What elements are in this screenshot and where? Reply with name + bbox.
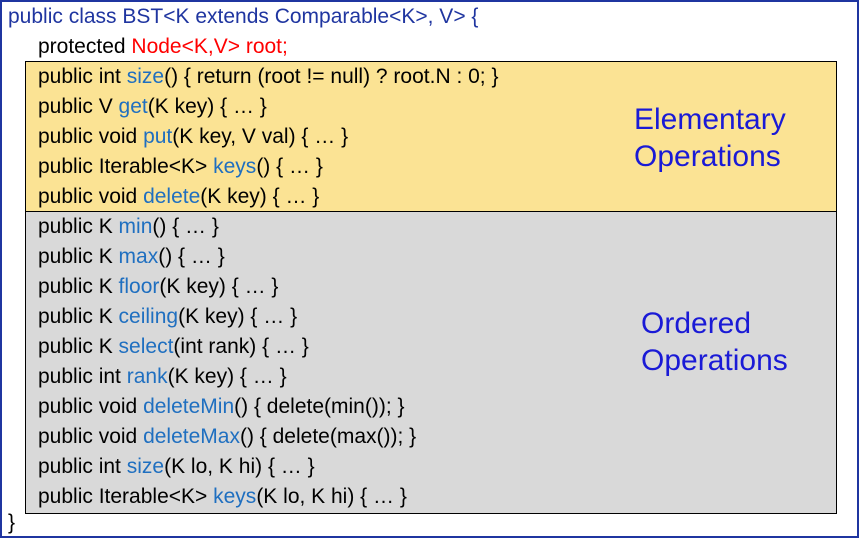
method-name: ceiling [118, 305, 179, 328]
elementary-label-line2: Operations [634, 140, 781, 173]
method-signature-prefix: public void [38, 185, 144, 208]
method-signature-suffix: (K key) { … } [200, 185, 320, 208]
method-signature-suffix: (K key) { … } [159, 275, 279, 298]
ordered-method-floor: public K floor(K key) { … } [38, 272, 278, 302]
method-name: select [118, 335, 174, 358]
class-declaration: public class BST<K extends Comparable<K>… [8, 5, 479, 28]
ordered-method-max: public K max() { … } [38, 242, 225, 272]
elementary-method-get: public V get(K key) { … } [38, 92, 267, 122]
method-signature-prefix: public void [38, 125, 144, 148]
method-signature-prefix: public void [38, 395, 144, 418]
method-signature-suffix: (K lo, K hi) { … } [256, 485, 407, 508]
method-signature-suffix: () { … } [158, 245, 225, 268]
root-field: Node<K,V> root; [131, 35, 288, 58]
method-name: floor [118, 275, 160, 298]
method-name: keys [213, 485, 257, 508]
method-signature-prefix: public int [38, 365, 127, 388]
method-signature-suffix: () { delete(min()); } [234, 395, 405, 418]
method-signature-prefix: public K [38, 245, 119, 268]
method-name: rank [126, 365, 168, 388]
elementary-method-delete: public void delete(K key) { … } [38, 182, 319, 212]
ordered-method-size: public int size(K lo, K hi) { … } [38, 452, 315, 482]
ordered-operations-box [25, 211, 837, 514]
method-signature-suffix: () { return (root != null) ? root.N : 0;… [164, 65, 499, 88]
method-signature-prefix: public void [38, 425, 144, 448]
method-signature-prefix: public K [38, 335, 119, 358]
method-signature-suffix: () { delete(max()); } [239, 425, 417, 448]
method-signature-suffix: (K lo, K hi) { … } [164, 455, 315, 478]
method-signature-prefix: public int [38, 65, 127, 88]
method-signature-suffix: (int rank) { … } [173, 335, 309, 358]
method-name: delete [143, 185, 201, 208]
ordered-label-line1: Ordered [641, 307, 752, 340]
ordered-label-line2: Operations [641, 344, 788, 377]
elementary-label-line1: Elementary [634, 103, 786, 136]
method-signature-suffix: (K key) { … } [178, 305, 298, 328]
method-signature-prefix: public Iterable<K> [38, 485, 214, 508]
elementary-method-put: public void put(K key, V val) { … } [38, 122, 348, 152]
method-name: deleteMin [143, 395, 235, 418]
method-name: size [126, 65, 165, 88]
ordered-method-keys: public Iterable<K> keys(K lo, K hi) { … … [38, 482, 407, 512]
ordered-method-deleteMin: public void deleteMin() { delete(min());… [38, 392, 405, 422]
root-field-line: protected Node<K,V> root; [38, 32, 288, 62]
method-signature-suffix: () { … } [152, 215, 219, 238]
closing-brace: } [8, 511, 16, 534]
method-name: max [118, 245, 159, 268]
method-name: get [118, 95, 148, 118]
method-name: size [126, 455, 165, 478]
method-name: min [118, 215, 153, 238]
elementary-method-keys: public Iterable<K> keys() { … } [38, 152, 323, 182]
elementary-method-size: public int size() { return (root != null… [38, 62, 498, 92]
method-name: deleteMax [143, 425, 240, 448]
ordered-method-ceiling: public K ceiling(K key) { … } [38, 302, 297, 332]
ordered-method-select: public K select(int rank) { … } [38, 332, 309, 362]
method-signature-prefix: public K [38, 275, 119, 298]
ordered-method-rank: public int rank(K key) { … } [38, 362, 287, 392]
ordered-method-min: public K min() { … } [38, 212, 219, 242]
field-modifier: protected [38, 35, 132, 58]
method-signature-prefix: public K [38, 305, 119, 328]
method-signature-suffix: () { … } [256, 155, 323, 178]
method-signature-prefix: public V [38, 95, 119, 118]
method-signature-suffix: (K key) { … } [147, 95, 267, 118]
method-signature-prefix: public int [38, 455, 127, 478]
method-name: keys [213, 155, 257, 178]
method-signature-prefix: public K [38, 215, 119, 238]
method-signature-suffix: (K key) { … } [167, 365, 287, 388]
method-signature-prefix: public Iterable<K> [38, 155, 214, 178]
ordered-method-deleteMax: public void deleteMax() { delete(max());… [38, 422, 416, 452]
method-signature-suffix: (K key, V val) { … } [172, 125, 349, 148]
method-name: put [143, 125, 173, 148]
